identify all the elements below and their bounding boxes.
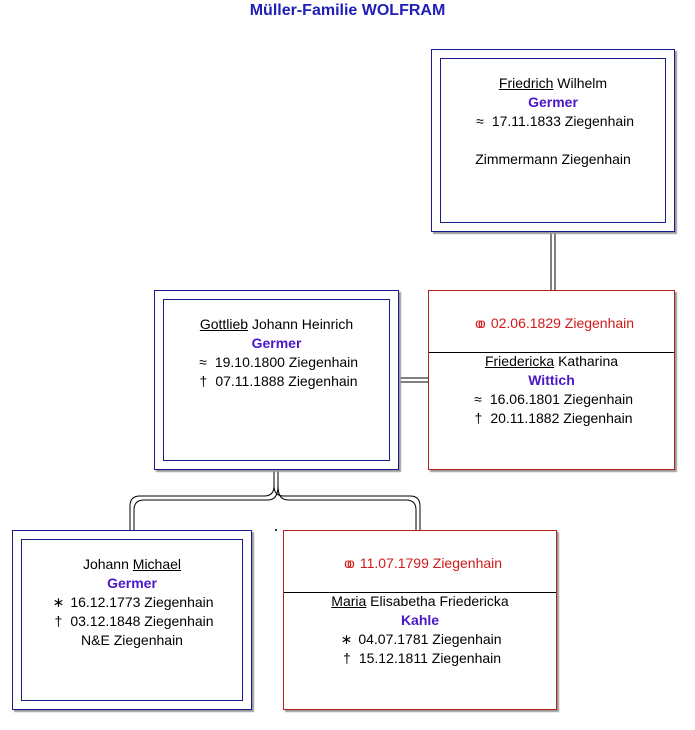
- death-date: 15.12.1811 Ziegenhain: [358, 650, 502, 666]
- marriage-rings-icon: oo: [475, 315, 486, 331]
- connector-gottlieb-parents: [129, 470, 421, 530]
- given-name-main: Gottlieb: [199, 316, 249, 332]
- note: N&E Ziegenhain: [81, 632, 183, 648]
- card-divider: [429, 352, 674, 353]
- person-card-gottlieb[interactable]: Gottlieb Johann Heinrich Germer ≈ 19.10.…: [154, 290, 399, 470]
- person-name: Gottlieb Johann Heinrich: [155, 315, 398, 334]
- death-icon: †: [54, 613, 63, 629]
- card-divider: [284, 592, 556, 593]
- baptism-line: ≈ 16.06.1801 Ziegenhain: [429, 390, 674, 409]
- surname: Germer: [528, 94, 578, 110]
- occupation: Zimmermann Ziegenhain: [475, 151, 631, 167]
- baptism-icon: ≈: [199, 354, 207, 370]
- person-name: Maria Elisabetha Friedericka: [284, 592, 556, 611]
- given-name-main: Friedrich: [498, 75, 554, 91]
- marriage-rings-icon: oo: [344, 555, 355, 571]
- death-line: † 15.12.1811 Ziegenhain: [284, 649, 556, 668]
- given-name-pre: Johann: [82, 556, 133, 572]
- given-name-rest: Wilhelm: [553, 75, 608, 91]
- baptism-date: 17.11.1833 Ziegenhain: [491, 113, 635, 129]
- death-date: 20.11.1882 Ziegenhain: [490, 410, 633, 426]
- page-title: Müller-Familie WOLFRAM: [249, 2, 446, 19]
- baptism-date: 16.06.1801 Ziegenhain: [489, 391, 634, 407]
- given-name-main: Friedericka: [484, 353, 555, 369]
- death-icon: †: [474, 410, 483, 426]
- death-icon: †: [199, 373, 208, 389]
- death-line: † 03.12.1848 Ziegenhain: [13, 612, 251, 631]
- baptism-line: ≈ 19.10.1800 Ziegenhain: [155, 353, 398, 372]
- surname: Kahle: [400, 612, 440, 628]
- surname: Germer: [251, 335, 302, 351]
- person-name: Friedrich Wilhelm: [432, 74, 674, 93]
- death-line: † 07.11.1888 Ziegenhain: [155, 372, 398, 391]
- person-name: Friedericka Katharina: [429, 352, 674, 371]
- death-line: † 20.11.1882 Ziegenhain: [429, 409, 674, 428]
- given-name-rest: Katharina: [554, 353, 619, 369]
- death-icon: †: [343, 650, 351, 666]
- birth-icon: ∗: [340, 631, 353, 647]
- birth-line: ∗ 16.12.1773 Ziegenhain: [13, 593, 251, 612]
- person-name: Johann Michael: [13, 555, 251, 574]
- birth-date: 04.07.1781 Ziegenhain: [358, 631, 502, 647]
- baptism-date: 19.10.1800 Ziegenhain: [214, 354, 359, 370]
- person-card-johann[interactable]: Johann Michael Germer ∗ 16.12.1773 Ziege…: [12, 530, 252, 710]
- marriage-line: oo 11.07.1799 Ziegenhain: [284, 555, 556, 571]
- given-name-rest: Johann Heinrich: [248, 316, 354, 332]
- surname: Wittich: [528, 372, 575, 388]
- spouse-card-maria[interactable]: oo 11.07.1799 Ziegenhain Maria Elisabeth…: [283, 530, 557, 710]
- birth-icon: ∗: [52, 594, 65, 610]
- marriage-date: 11.07.1799 Ziegenhain: [359, 555, 503, 571]
- given-name-main: Maria: [331, 593, 367, 609]
- given-name-main: Michael: [132, 556, 182, 572]
- birth-line: ∗ 04.07.1781 Ziegenhain: [284, 630, 556, 649]
- baptism-icon: ≈: [476, 113, 484, 129]
- baptism-icon: ≈: [474, 391, 482, 407]
- person-card-friedrich[interactable]: Friedrich Wilhelm Germer ≈ 17.11.1833 Zi…: [431, 49, 675, 232]
- surname: Germer: [107, 575, 157, 591]
- marriage-date: 02.06.1829 Ziegenhain: [490, 315, 635, 331]
- marriage-line: oo 02.06.1829 Ziegenhain: [429, 315, 674, 331]
- death-date: 03.12.1848 Ziegenhain: [70, 613, 214, 629]
- given-name-rest: Elisabetha Friedericka: [366, 593, 509, 609]
- spouse-card-friedericka[interactable]: oo 02.06.1829 Ziegenhain Friedericka Kat…: [428, 290, 675, 470]
- baptism-line: ≈ 17.11.1833 Ziegenhain: [432, 112, 674, 131]
- birth-date: 16.12.1773 Ziegenhain: [70, 594, 214, 610]
- death-date: 07.11.1888 Ziegenhain: [215, 373, 358, 389]
